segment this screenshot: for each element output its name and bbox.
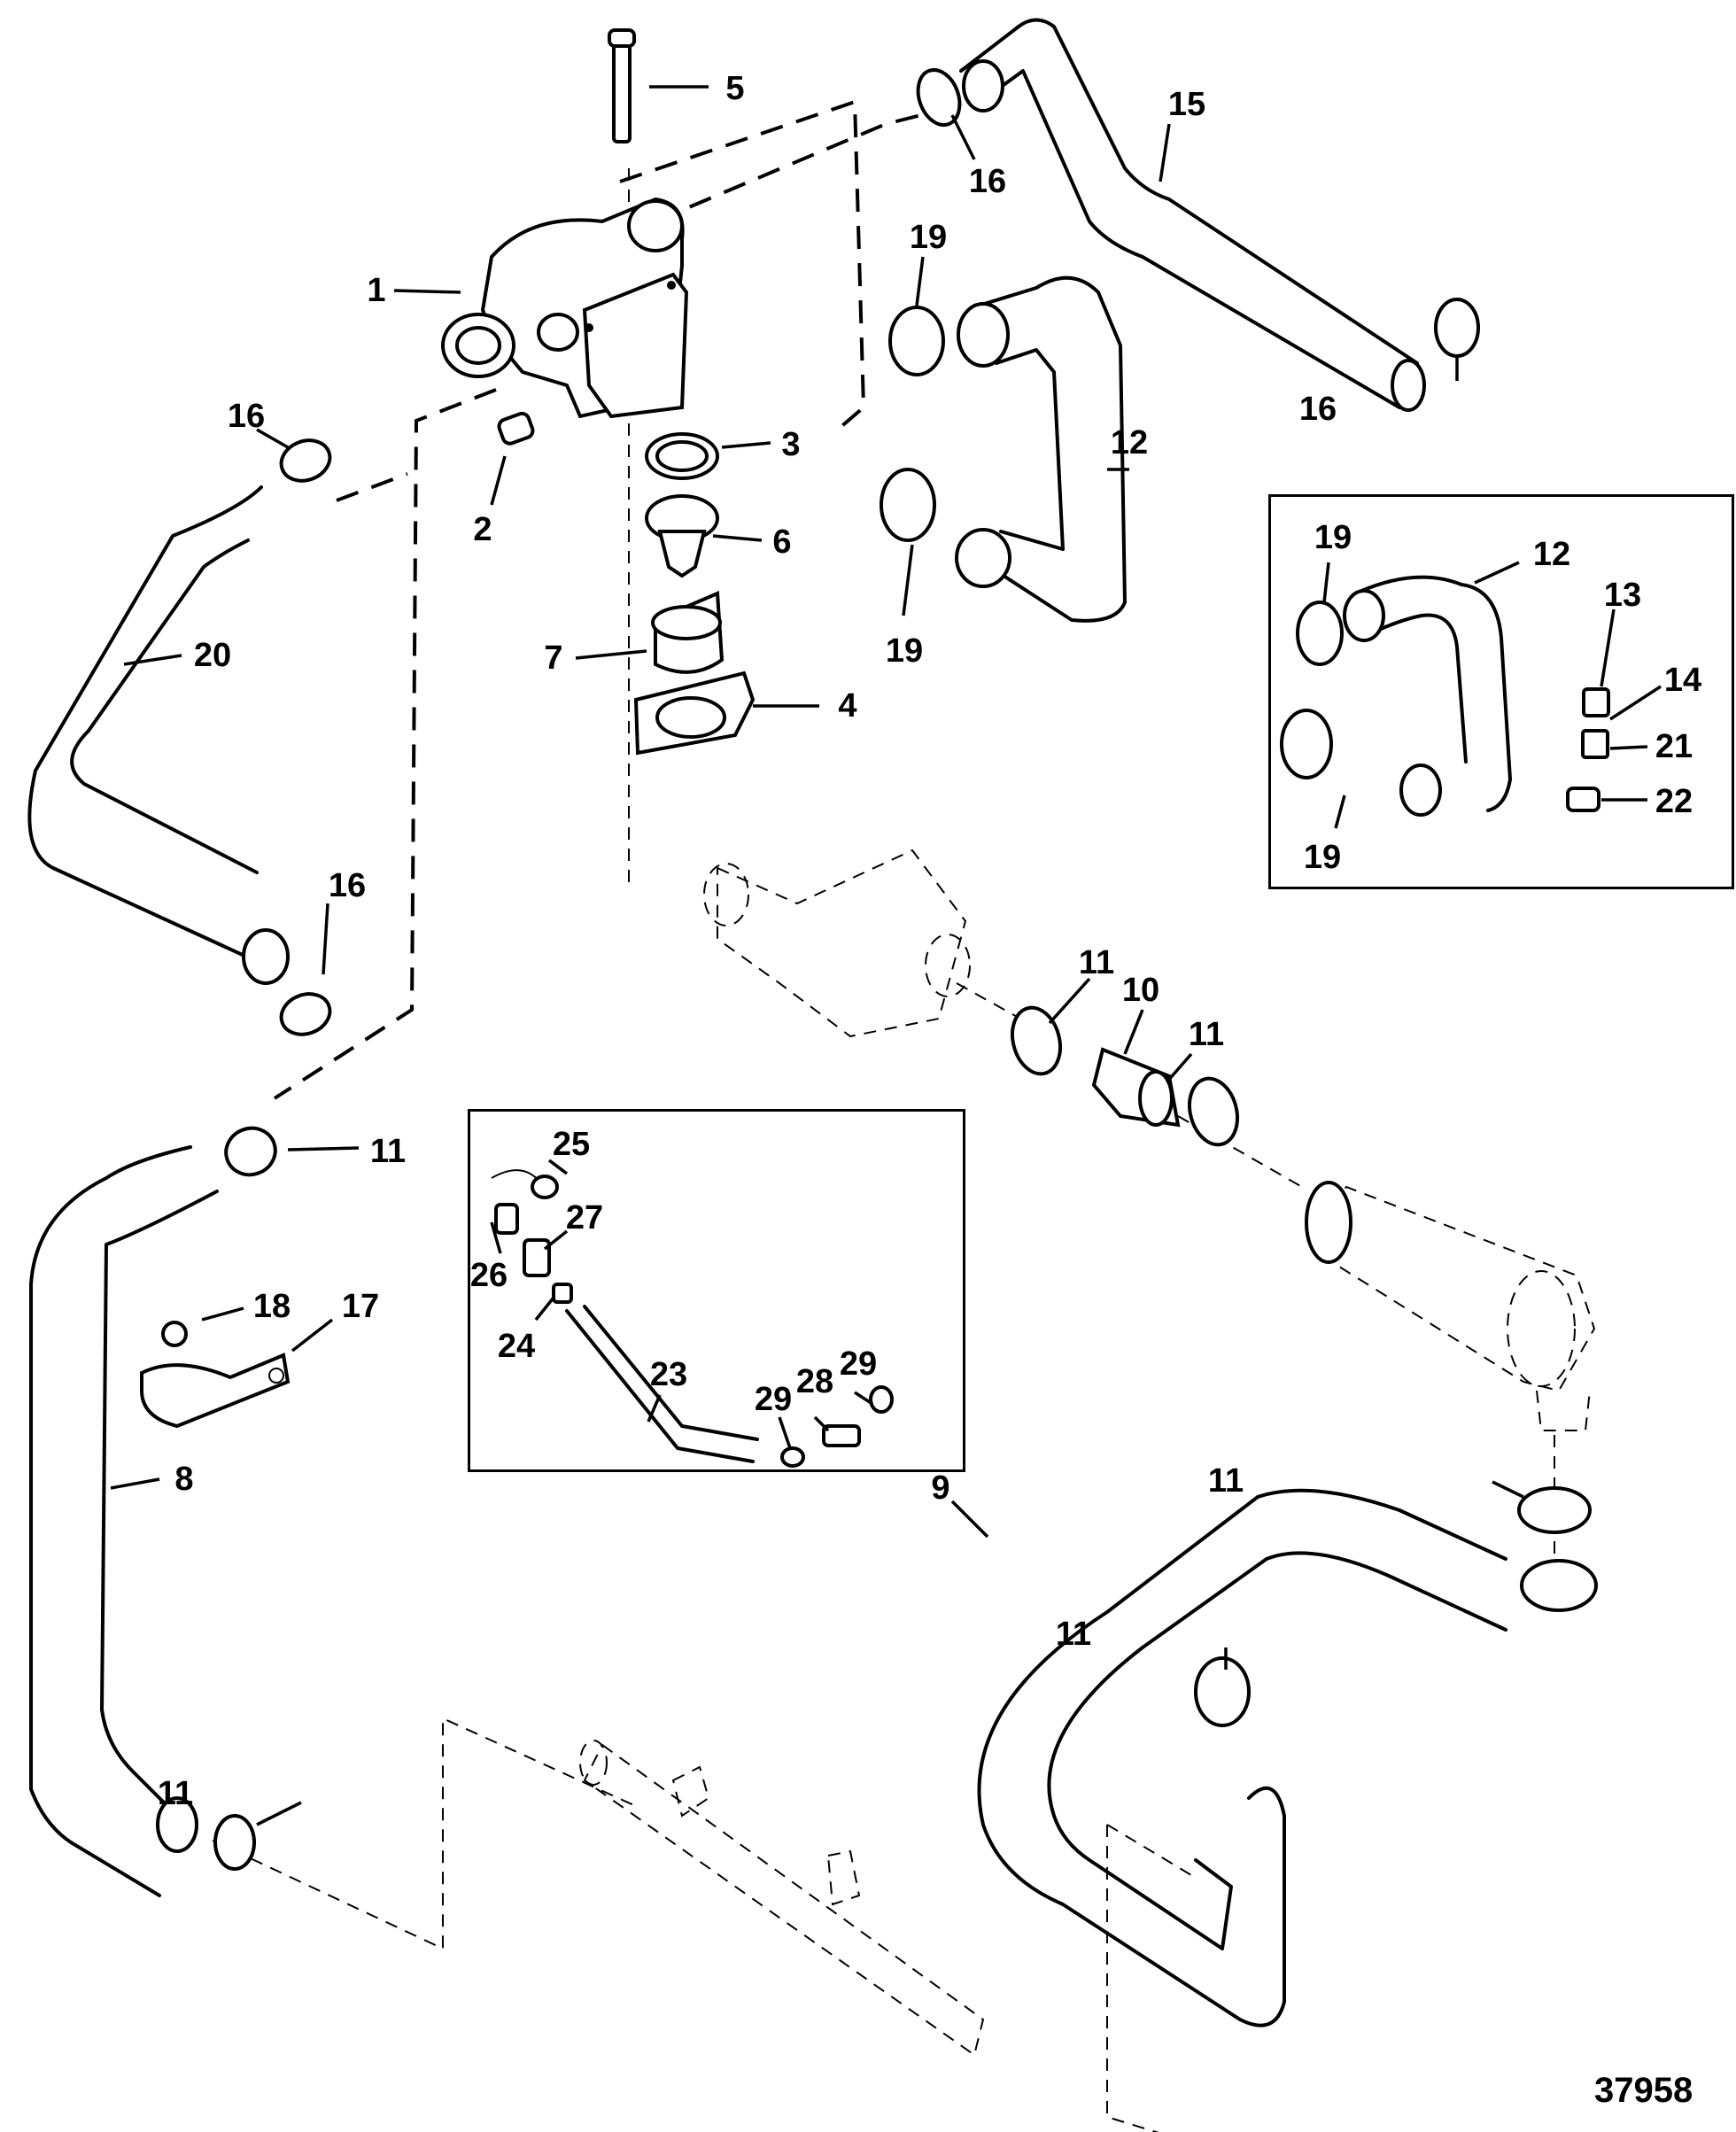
nut-part-18 [161, 1306, 244, 1347]
plug-part-2 [490, 411, 535, 506]
callout-16: 16 [1298, 391, 1337, 428]
callout-11: 11 [369, 1133, 407, 1170]
inset2-callout-23: 23 [649, 1356, 688, 1393]
hose-part-20 [27, 485, 290, 985]
inset1-callout-21: 21 [1655, 728, 1693, 765]
clamp-part-11-left [213, 1126, 360, 1871]
callout-11: 11 [1055, 1616, 1092, 1653]
callout-11: 11 [157, 1775, 194, 1812]
inset1-callout-19: 19 [1303, 839, 1342, 876]
inset-drain-kit [468, 1109, 965, 1472]
inset2-callout-24: 24 [497, 1328, 536, 1365]
hose-part-8 [29, 1145, 219, 1897]
clamp-part-19 [880, 256, 945, 616]
inset1-callout-12: 12 [1532, 536, 1571, 573]
inset2-callout-28: 28 [795, 1363, 834, 1400]
bracket-part-17 [140, 1318, 334, 1429]
figure-number: 37958 [1594, 2071, 1693, 2110]
inset2-callout-27: 27 [565, 1199, 604, 1237]
heat-exchanger-phantom [1305, 1181, 1596, 1431]
hose-part-15 [959, 18, 1426, 412]
callout-5: 5 [725, 70, 745, 107]
inset1-callout-19: 19 [1314, 519, 1352, 556]
inset1-clamps-19 [1280, 562, 1346, 829]
callout-19: 19 [909, 219, 948, 256]
clamp-part-16 [256, 68, 1480, 1036]
inset1-callout-13: 13 [1603, 577, 1642, 614]
callout-11: 11 [1207, 1462, 1244, 1500]
callout-11: 11 [1188, 1016, 1225, 1053]
thermostat-part-6 [645, 494, 763, 578]
distribution-tube-phantom [579, 1740, 985, 2057]
inset1-fittings [1566, 609, 1662, 812]
callout-16: 16 [968, 163, 1007, 200]
thermostat-housing-part-1 [393, 197, 689, 419]
inset2-callout-29: 29 [839, 1345, 878, 1383]
clamp-part-11-right [1194, 1480, 1592, 1727]
pump-phantom-outline [703, 849, 971, 1038]
inset1-hose-12 [1343, 561, 1520, 817]
callout-2: 2 [473, 511, 492, 548]
callout-1: 1 [367, 272, 386, 309]
callout-16: 16 [227, 398, 266, 435]
gasket-part-4 [633, 671, 819, 756]
inset2-callout-29: 29 [754, 1381, 793, 1418]
callout-18: 18 [252, 1288, 291, 1325]
callout-3: 3 [781, 426, 801, 463]
inset2-drain-parts [490, 1159, 894, 1468]
bolt-part-5 [608, 28, 709, 143]
callout-8: 8 [174, 1461, 194, 1498]
inset-thermostat-housing-variant [1268, 494, 1734, 889]
inset2-callout-26: 26 [469, 1257, 508, 1294]
sleeve-part-7 [575, 591, 725, 674]
callout-12: 12 [1110, 424, 1149, 461]
hose-part-9 [950, 1488, 1598, 2027]
callout-4: 4 [838, 687, 857, 725]
inset1-callout-14: 14 [1663, 662, 1702, 699]
callout-20: 20 [193, 637, 232, 674]
callout-9: 9 [931, 1469, 950, 1507]
callout-16: 16 [328, 867, 367, 904]
inset2-callout-25: 25 [552, 1126, 591, 1163]
callout-19: 19 [885, 632, 924, 670]
clamp-part-11 [1011, 977, 1239, 1147]
gasket-part-3 [645, 432, 771, 480]
callout-10: 10 [1121, 972, 1160, 1009]
hose-part-12 [955, 275, 1129, 623]
callout-11: 11 [1078, 944, 1115, 981]
coupling-part-10 [1091, 1009, 1181, 1128]
callout-6: 6 [772, 523, 792, 561]
callout-15: 15 [1167, 86, 1206, 123]
callout-17: 17 [341, 1288, 380, 1325]
inset1-callout-22: 22 [1655, 783, 1693, 820]
callout-7: 7 [544, 640, 563, 677]
